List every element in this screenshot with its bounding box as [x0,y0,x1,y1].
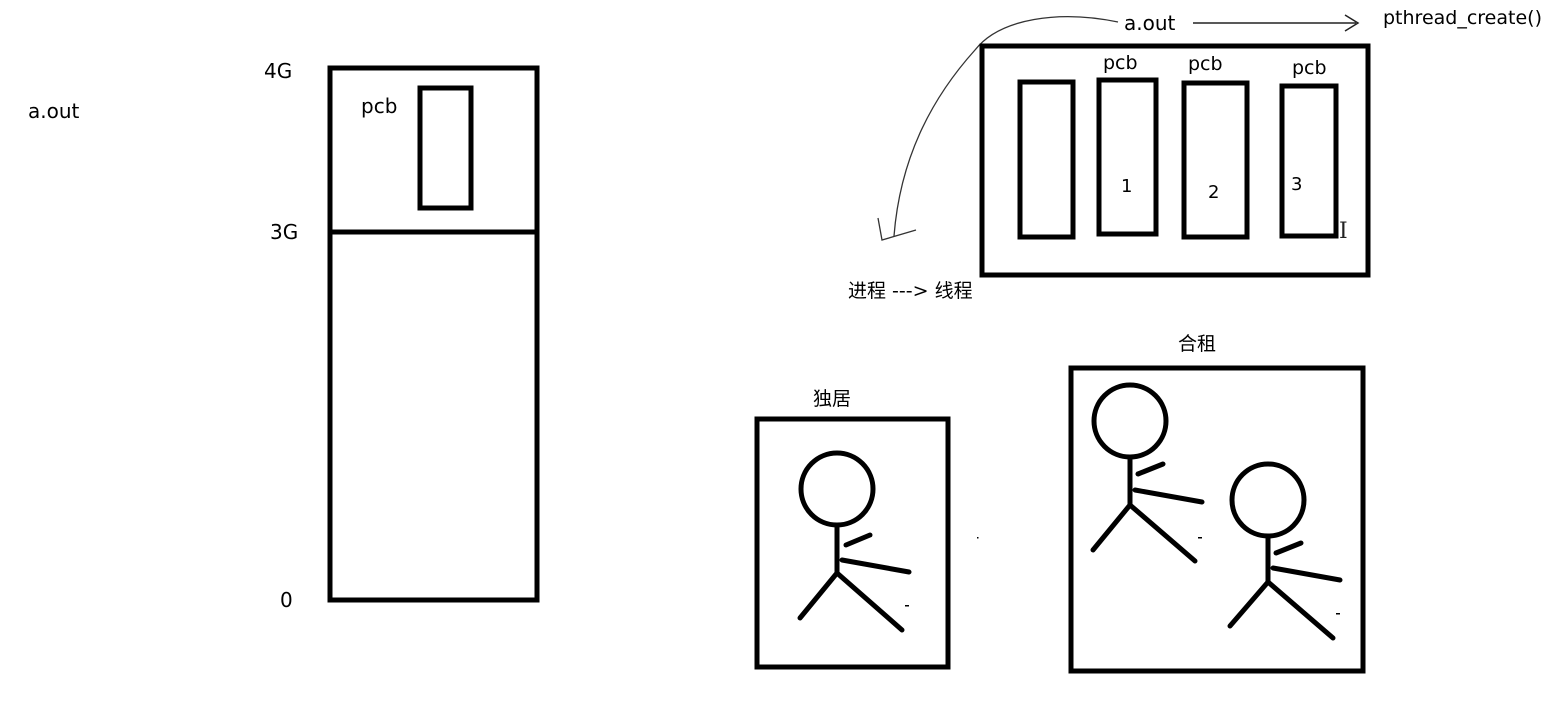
pcb-label: pcb [361,94,398,118]
thread-block-3 [1279,83,1339,239]
thread-number-2: 2 [1208,182,1220,203]
pthread-create-label: pthread_create() [1383,7,1542,29]
thread-pcb-label-2: pcb [1188,53,1223,75]
share-rent-label: 合租 [1178,333,1217,355]
live-alone-box [754,416,951,670]
stick-figure-2 [1227,461,1343,641]
pthread-arrow-head [1344,14,1360,32]
stick-figure-alone [797,450,912,633]
stray-marks [905,537,1340,615]
memory-kernel-label: 3G [270,220,299,244]
process-box [979,43,1371,278]
text-cursor-icon: I [1339,219,1348,244]
program-label: a.out [28,99,80,123]
thread-pcb-label-1: pcb [1103,52,1138,74]
thread-number-1: 1 [1121,176,1133,197]
thread-number-3: 3 [1291,174,1303,195]
stick-figure-1 [1090,382,1205,564]
memory-top-label: 4G [264,59,293,83]
live-alone-label: 独居 [813,388,852,410]
process-to-thread-label: 进程 ---> 线程 [848,280,973,302]
curved-arrow-head [877,217,917,241]
main-thread-block [1017,79,1076,240]
curved-arrow [893,16,1119,237]
program-right-label: a.out [1124,11,1176,35]
thread-block-1 [1096,77,1159,237]
memory-bottom-label: 0 [280,588,293,612]
thread-pcb-label-3: pcb [1292,57,1327,79]
thread-block-2 [1181,80,1250,240]
virtual-memory-box [327,65,540,603]
pcb-block [417,85,474,211]
share-rent-box [1068,365,1366,674]
